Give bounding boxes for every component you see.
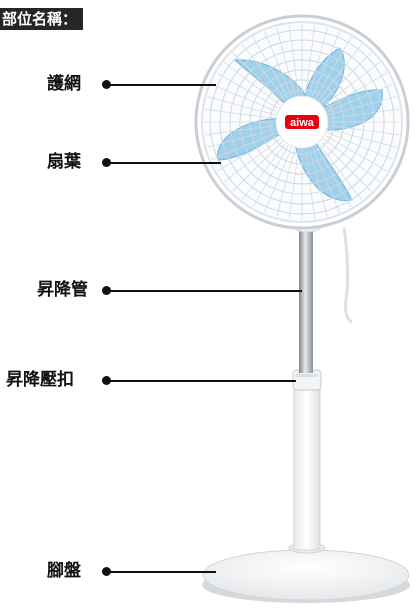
- grille-spoke: [252, 146, 289, 208]
- grille-spoke: [276, 27, 296, 96]
- label-blades: 扇葉: [47, 152, 81, 172]
- grille-spoke: [327, 84, 393, 112]
- fan-base: [202, 542, 410, 603]
- grille-spoke: [308, 148, 328, 217]
- grille-spoke: [264, 147, 292, 213]
- grille-spoke: [207, 96, 276, 116]
- grille-spokes: [204, 24, 400, 220]
- grille-spoke: [326, 72, 388, 109]
- leader-line-telescopic-pole: [106, 290, 302, 292]
- leader-line-height-lock: [106, 380, 296, 382]
- power-cord: [342, 227, 353, 324]
- grille-spoke: [211, 132, 277, 160]
- fan-head: aiwa: [194, 14, 410, 230]
- grille-spoke: [315, 36, 352, 98]
- grille-spoke: [328, 96, 397, 116]
- grille-spoke: [232, 52, 283, 103]
- brand-logo-badge: [285, 115, 319, 129]
- brand-logo-text: aiwa: [290, 117, 315, 129]
- label-grille: 護網: [47, 74, 81, 94]
- grille-spoke: [216, 135, 278, 172]
- grille-spoke: [318, 44, 362, 101]
- parts-title: 部位名稱：: [0, 8, 84, 30]
- grille-spoke: [252, 36, 289, 98]
- label-telescopic-pole: 昇降管: [37, 280, 88, 300]
- grille-spoke: [312, 147, 340, 213]
- grille-spoke: [305, 24, 316, 95]
- leader-line-blades: [106, 162, 221, 164]
- grille-spoke: [264, 31, 292, 97]
- grille-spoke: [323, 62, 380, 106]
- grille-spoke: [329, 125, 400, 136]
- grille-spoke: [312, 31, 340, 97]
- label-height-lock: 昇降壓扣: [6, 370, 74, 390]
- grille-spoke: [224, 62, 281, 106]
- grille-spoke: [315, 146, 352, 208]
- grille-spoke: [327, 132, 393, 160]
- grille-spoke: [232, 141, 283, 192]
- grille-spoke: [305, 149, 316, 220]
- grille-spoke: [308, 27, 328, 96]
- grille-spoke: [204, 125, 275, 136]
- grille-spoke: [321, 141, 372, 192]
- grille-spoke: [204, 108, 275, 119]
- grille-spoke: [276, 148, 296, 217]
- grille-spoke: [216, 72, 278, 109]
- grille-spoke: [242, 44, 286, 101]
- grille-spoke: [318, 143, 362, 200]
- leader-line-grille: [106, 84, 216, 86]
- grille-spoke: [242, 143, 286, 200]
- grille-spoke: [288, 24, 299, 95]
- grille-spoke: [323, 138, 380, 182]
- grille-spoke: [224, 138, 281, 182]
- telescopic-pole: [299, 228, 313, 373]
- grille-spoke: [326, 135, 388, 172]
- grille-spoke: [288, 149, 299, 220]
- grille-spoke: [329, 108, 400, 119]
- grille-spoke: [328, 128, 397, 148]
- lower-pole: [293, 384, 321, 551]
- label-base: 腳盤: [47, 561, 81, 581]
- leader-line-base: [106, 571, 216, 573]
- grille-spoke: [207, 128, 276, 148]
- grille-spoke: [211, 84, 277, 112]
- grille-spoke: [321, 52, 372, 103]
